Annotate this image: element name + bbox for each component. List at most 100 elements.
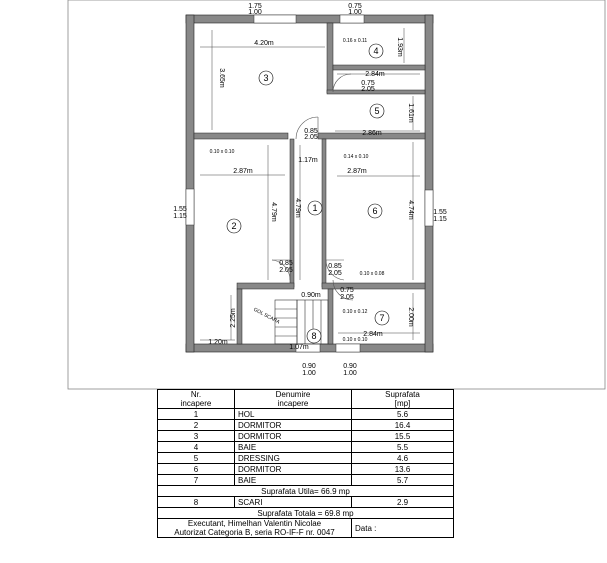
header-area-line2: [mp]: [394, 399, 411, 408]
dim-label: 2.84m: [365, 71, 385, 78]
executant-authorization: Autorizat Categoria B, seria RO-IF-F nr.…: [174, 528, 335, 537]
dim-label: 2.86m: [362, 130, 382, 137]
header-nr: Nr. incapere: [157, 389, 235, 409]
room-number: 4: [373, 46, 378, 56]
cell-nr: 3: [157, 430, 235, 442]
dim-label: 4.20m: [254, 40, 274, 47]
cell-name: SCARI: [234, 496, 352, 508]
table-header-row: Nr. incapere Denumire incapere Suprafata…: [157, 389, 454, 409]
cell-nr: 2: [157, 419, 235, 431]
dim-label: 0.85: [279, 260, 293, 267]
dim-label: 2.05: [328, 270, 342, 277]
dim-label: 2.87m: [233, 168, 253, 175]
cell-name: DORMITOR: [234, 430, 352, 442]
cell-name: DORMITOR: [234, 463, 352, 475]
dim-label: 0.16 x 0.11: [343, 38, 368, 44]
cell-area: 4.6: [351, 452, 454, 464]
header-name-line2: incapere: [277, 399, 309, 408]
cell-nr: 4: [157, 441, 235, 453]
dim-label: 1.00: [348, 9, 362, 16]
dim-label: 0.10 x 0.10: [210, 149, 235, 155]
dim-label: 1.15: [173, 213, 187, 220]
dim-label: 0.14 x 0.10: [344, 154, 369, 160]
useful-area-row: Suprafata Utila= 66.9 mp: [157, 485, 454, 497]
header-area: Suprafata [mp]: [351, 389, 454, 409]
cell-name: HOL: [234, 408, 352, 420]
cell-area: 16.4: [351, 419, 454, 431]
dim-label: 0.75: [340, 287, 354, 294]
dim-label: 1.55: [173, 206, 187, 213]
executant-row: Executant, Himelhan Valentin Nicolae Aut…: [157, 518, 454, 538]
door-swings: [271, 73, 354, 301]
cell-nr: 6: [157, 463, 235, 475]
total-area-row: Suprafata Totala = 69.8 mp: [157, 507, 454, 519]
dim-label: 2.05: [361, 86, 375, 93]
interior-walls: [193, 22, 426, 345]
dim-label: 4.79m: [270, 202, 277, 222]
dim-label: 1.55: [433, 209, 447, 216]
dimension-labels: 1.75 1.00 0.75 1.00 4.20m 3.65m 0.16 x 0…: [173, 3, 447, 377]
cell-area: 13.6: [351, 463, 454, 475]
dim-label: 4.79m: [294, 198, 301, 218]
cell-nr: 1: [157, 408, 235, 420]
dim-label: 1.07m: [289, 344, 309, 351]
dim-label: 1.75: [248, 3, 262, 10]
stairs: [274, 299, 329, 345]
dim-label: 1.00: [343, 370, 357, 377]
header-area-line1: Suprafata: [385, 390, 420, 399]
dim-label: GOL SCARA: [252, 307, 281, 326]
cell-nr: 7: [157, 474, 235, 486]
header-name: Denumire incapere: [234, 389, 352, 409]
header-name-line1: Denumire: [275, 390, 311, 399]
dim-label: 2.05: [279, 267, 293, 274]
useful-area-text: Suprafata Utila= 66.9 mp: [157, 485, 454, 497]
cell-name: DORMITOR: [234, 419, 352, 431]
dim-label: 1.61m: [407, 103, 414, 123]
cell-area: 5.5: [351, 441, 454, 453]
sheet-border: [67, 0, 606, 390]
dim-label: 0.10 x 0.08: [360, 271, 385, 277]
dim-label: 2.25m: [230, 308, 237, 328]
dim-label: 0.90: [343, 363, 357, 370]
floor-plan: 1 2 3 4 5 6 7 8 1.75 1.00 0.75 1.00 4.20…: [67, 0, 606, 390]
dim-label: 2.84m: [363, 331, 383, 338]
dim-label: 0.85: [328, 263, 342, 270]
dim-label: 0.10 x 0.12: [343, 309, 368, 315]
executant-name: Executant, Himelhan Valentin Nicolae: [187, 519, 322, 528]
cell-name: BAIE: [234, 441, 352, 453]
dim-label: 1.15: [433, 216, 447, 223]
header-nr-line2: incapere: [180, 399, 212, 408]
room-schedule-table: Nr. incapere Denumire incapere Suprafata…: [157, 389, 454, 538]
room-number: 7: [379, 313, 384, 323]
dim-label: 0.90m: [301, 292, 321, 299]
cell-nr: 8: [157, 496, 235, 508]
dim-label: 1.93m: [396, 37, 403, 57]
cell-name: BAIE: [234, 474, 352, 486]
cell-nr: 5: [157, 452, 235, 464]
cell-name: DRESSING: [234, 452, 352, 464]
room-number: 8: [311, 331, 316, 341]
dim-label: 2.87m: [347, 168, 367, 175]
room-number-labels: 1 2 3 4 5 6 7 8: [231, 46, 384, 341]
dimension-lines: [200, 28, 420, 341]
dim-label: 2.00m: [407, 307, 414, 327]
header-nr-line1: Nr.: [190, 390, 202, 399]
dim-label: 0.90: [302, 363, 316, 370]
dim-label: 0.85: [304, 128, 318, 135]
dim-label: 1.00: [248, 9, 262, 16]
dim-label: 1.20m: [208, 339, 228, 346]
room-number: 3: [263, 73, 268, 83]
room-number: 6: [372, 206, 377, 216]
dim-label: 4.74m: [407, 200, 414, 220]
cell-area: 5.6: [351, 408, 454, 420]
dim-label: 0.75: [348, 3, 362, 10]
dim-label: 2.05: [340, 294, 354, 301]
cell-area: 2.9: [351, 496, 454, 508]
